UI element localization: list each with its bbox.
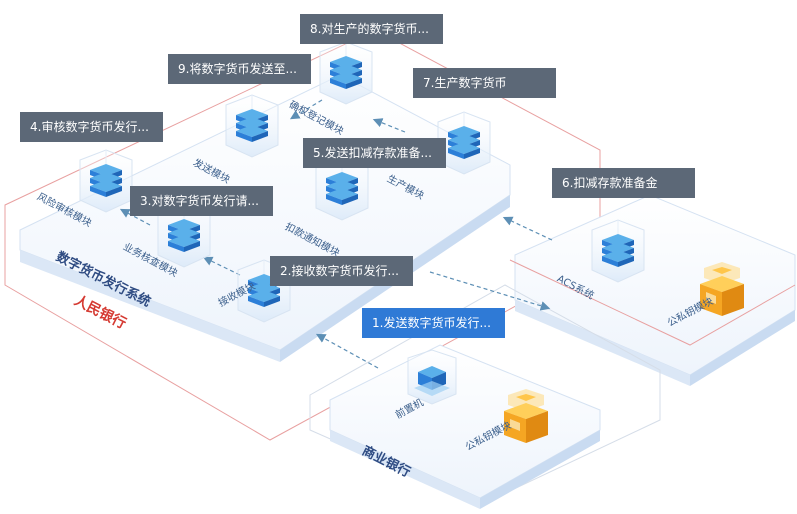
acs-platform [514, 194, 796, 376]
arrow-frontend-to-receive [315, 333, 379, 369]
step-7-callout: 7.生产数字货币 [413, 68, 556, 98]
step-9-callout: 9.将数字货币发送至... [168, 54, 311, 84]
commercial-bank-platform [329, 344, 601, 499]
arrow-production-to-registry [372, 118, 406, 133]
pboc-key-vault-icon [700, 262, 744, 316]
business-check-server-stack-icon [157, 204, 211, 268]
step-8-callout: 8.对生产的数字货币... [300, 14, 443, 44]
acs-zone-outline [509, 259, 796, 346]
front-end-machine-icon [407, 349, 457, 405]
production-server-stack-icon [437, 111, 491, 175]
flow-arrows [119, 99, 553, 369]
acs-platform-edge-right [690, 310, 795, 386]
commercial-bank-outline [309, 284, 661, 506]
risk-audit-server-stack-icon [79, 149, 133, 213]
step-6-callout: 6.扣减存款准备金 [552, 168, 695, 198]
ownership-registry-server-stack-icon [319, 41, 373, 105]
issuance-system-platform-edge [20, 250, 280, 362]
module-cubes [79, 41, 645, 323]
arrow-acs-to-production [502, 216, 553, 241]
step-5-callout: 5.发送扣减存款准备... [303, 138, 446, 168]
step-1-callout: 1.发送数字货币发行... [362, 308, 505, 338]
step-3-callout: 3.对数字货币发行请... [130, 186, 273, 216]
acs-platform-edge [515, 300, 690, 386]
acs-server-stack-icon [591, 219, 645, 283]
step-4-callout: 4.审核数字货币发行... [20, 112, 163, 142]
send-server-stack-icon [225, 94, 279, 158]
arrow-check-to-audit [119, 208, 151, 226]
arrow-registry-to-send [289, 99, 323, 120]
step-2-callout: 2.接收数字货币发行... [270, 256, 413, 286]
key-vaults [504, 262, 744, 443]
commercial-bank-platform-edge-right [480, 430, 600, 509]
bank-key-vault-icon [504, 389, 548, 443]
commercial-bank-platform-edge [330, 430, 480, 509]
